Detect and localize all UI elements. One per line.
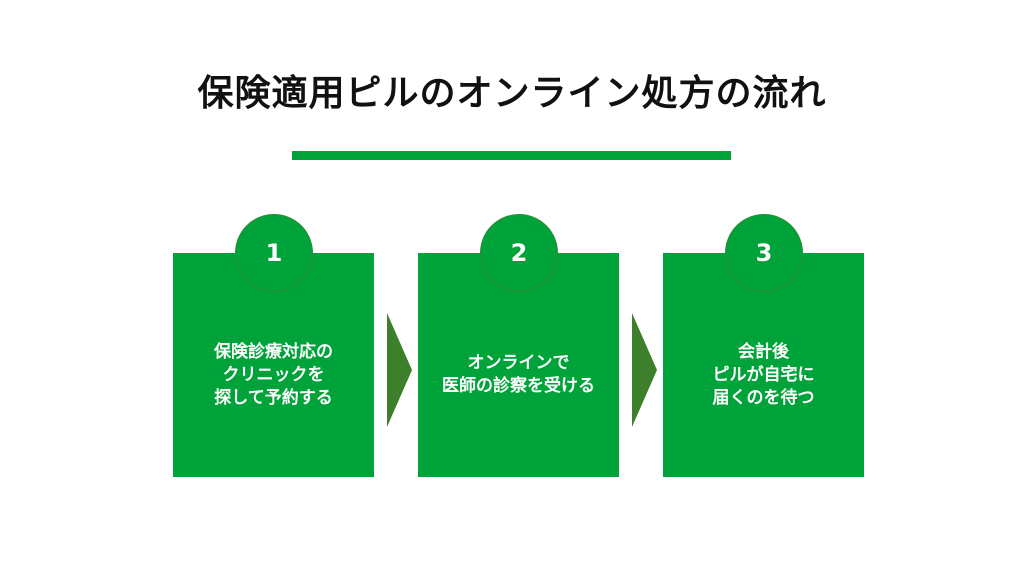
step-2-text: オンラインで 医師の診察を受ける: [442, 353, 595, 396]
step-1-text: 保険診療対応の クリニックを 探して予約する: [214, 341, 333, 408]
step-2-number: 2: [480, 214, 558, 292]
title-underline: [292, 151, 731, 160]
arrow-right-icon: [632, 313, 657, 427]
page-title: 保険適用ピルのオンライン処方の流れ: [197, 73, 827, 114]
step-3-number: 3: [725, 214, 803, 292]
arrow-right-icon: [387, 313, 412, 427]
step-3-text: 会計後 ピルが自宅に 届くのを待つ: [712, 341, 815, 408]
step-1-number: 1: [235, 214, 313, 292]
